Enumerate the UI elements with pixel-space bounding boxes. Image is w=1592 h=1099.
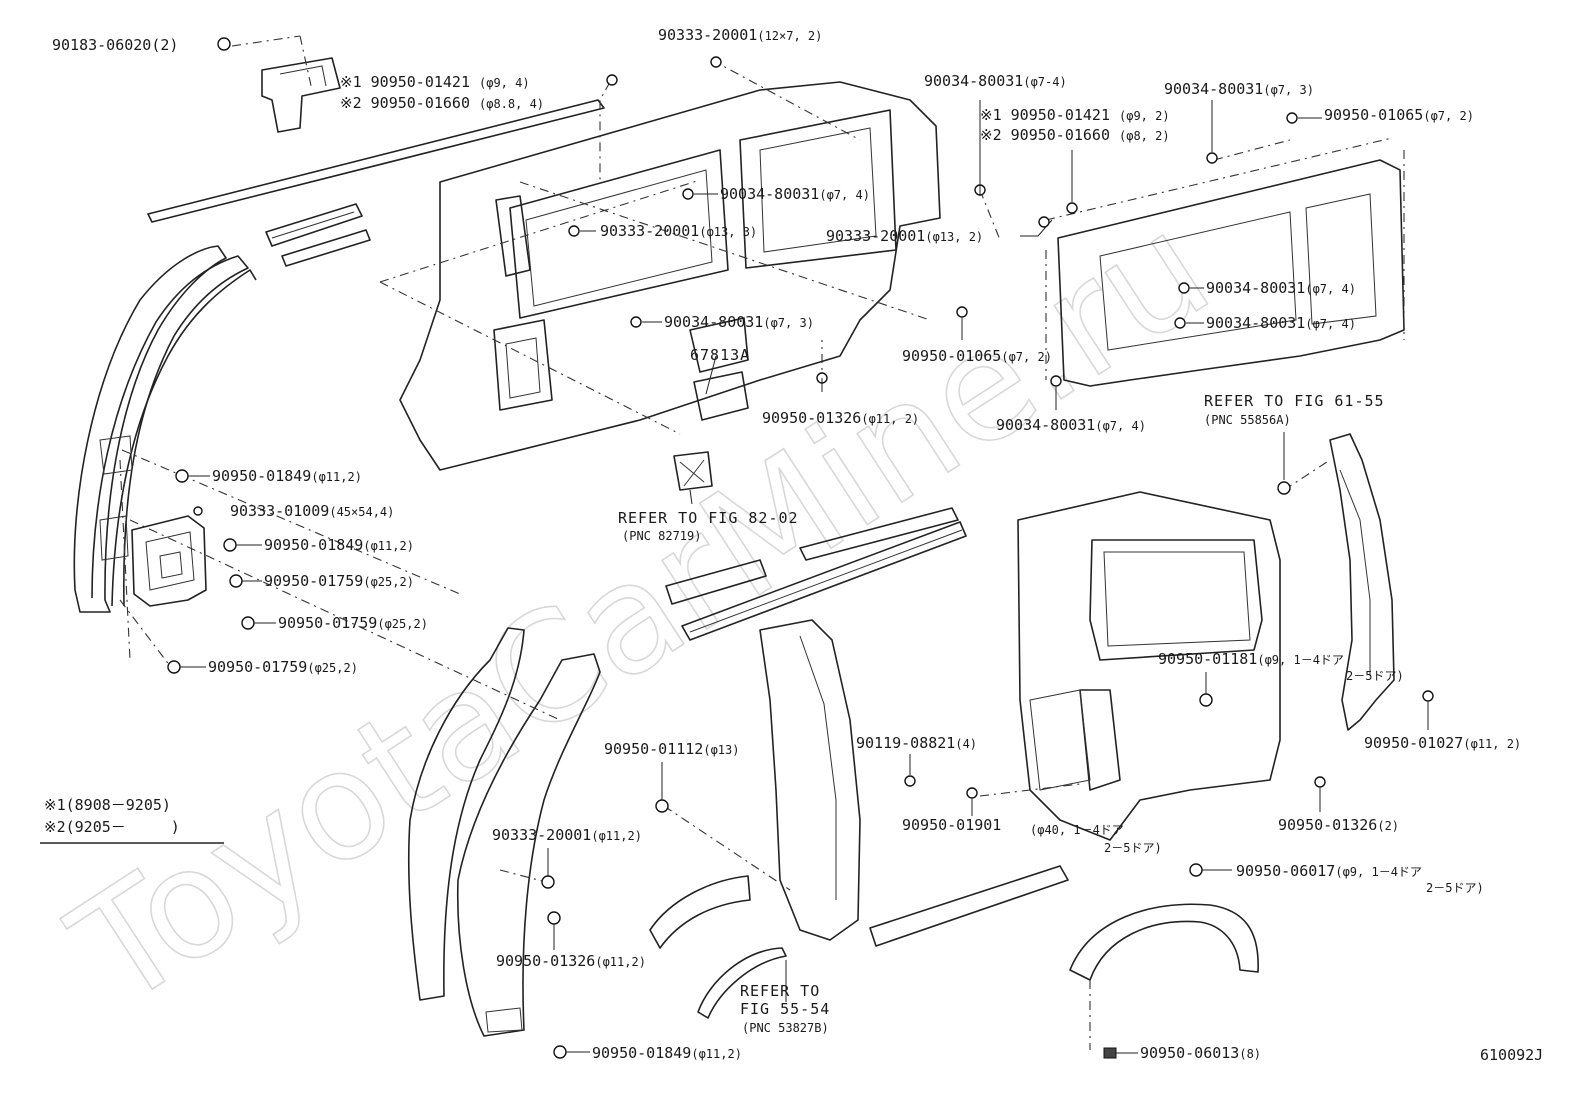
callout-c20: 90950-01849(φ11,2) <box>212 467 362 485</box>
callout-c16: 90034-80031(φ7, 3) <box>1164 80 1314 98</box>
callout-c18: 90034-80031(φ7, 4) <box>1206 279 1356 297</box>
callout-c12: ※2 90950-01660 (φ8, 2) <box>980 126 1170 144</box>
center-pillar <box>759 619 861 941</box>
callout-c40: 90950-06013(8) <box>1140 1044 1261 1062</box>
callout-c32: (φ40, 1－4ドア <box>1030 823 1124 837</box>
quarter-inner-panel <box>399 81 941 471</box>
callout-c17: 90950-01065(φ7, 2) <box>1324 106 1474 124</box>
rocker-molding <box>869 865 1069 947</box>
lower-pillar-bracket <box>131 515 207 607</box>
reference-r3-title: REFER TO <box>740 982 820 1000</box>
callout-c39: 90950-01849(φ11,2) <box>592 1044 742 1062</box>
callout-c23: 90950-01759(φ25,2) <box>264 572 414 590</box>
reference-r2-title: REFER TO FIG 82-02 <box>618 509 799 527</box>
callout-c25: 90950-01759(φ25,2) <box>208 658 358 676</box>
wheel-arch-liner <box>649 875 1259 1019</box>
reference-r1-title: REFER TO FIG 61-55 <box>1204 392 1385 410</box>
callout-c24: 90950-01759(φ25,2) <box>278 614 428 632</box>
reference-r2-pnc: (PNC 82719) <box>622 529 701 543</box>
callout-c05: 90034-80031(φ7, 4) <box>720 185 870 203</box>
callout-c35: 90333-20001(φ11,2) <box>492 826 642 844</box>
reference-notes: REFER TO FIG 61-55 (PNC 55856A) REFER TO… <box>618 392 1385 1035</box>
callout-c01: 90183-06020(2) <box>52 36 178 54</box>
callout-c29: 90950-01112(φ13) <box>604 740 739 758</box>
callout-c38: 2－5ドア) <box>1426 881 1484 895</box>
callout-c03: ※2 90950-01660 (φ8.8, 4) <box>340 94 544 112</box>
callout-c22: 90950-01849(φ11,2) <box>264 536 414 554</box>
legend-line-1: ※1(8908－9205) <box>44 796 171 814</box>
figure-code: 610092J <box>1480 1046 1543 1064</box>
watermark: ToyotaCarMine.ru <box>44 181 1239 1041</box>
leader-lines <box>180 100 1429 1054</box>
callout-c26: 90950-01181(φ9, 1－4ドア <box>1158 650 1344 668</box>
callout-c07: 90034-80031(φ7, 3) <box>664 313 814 331</box>
roof-side-rail-trim <box>147 57 605 267</box>
callout-c06: 90333-20001(φ13, 3) <box>600 222 757 240</box>
callout-c08: 67813A <box>690 346 750 364</box>
callout-c30: 90119-08821(4) <box>856 734 977 752</box>
rear-quarter-frame <box>1045 137 1405 387</box>
callout-c31: 90950-01901 <box>902 816 1001 834</box>
callout-c19: 90034-80031(φ7, 4) <box>1206 314 1356 332</box>
callout-c33: 2－5ドア) <box>1104 841 1162 855</box>
callout-c13: 90333-20001(φ13, 2) <box>826 227 983 245</box>
callout-c14: 90950-01065(φ7, 2) <box>902 347 1052 365</box>
reference-r3-fig: FIG 55-54 <box>740 1000 830 1018</box>
legend-line-2: ※2(9205－ ) <box>44 818 180 836</box>
callout-c15: 90034-80031(φ7, 4) <box>996 416 1146 434</box>
vent-grille <box>673 451 713 491</box>
callout-c36: 90950-01326(φ11,2) <box>496 952 646 970</box>
lower-front-pillar <box>407 627 601 1037</box>
callout-c04: 90333-20001(12×7, 2) <box>658 26 822 44</box>
reference-r3-pnc: (PNC 53827B) <box>742 1021 829 1035</box>
callout-c28: 90950-01027(φ11, 2) <box>1364 734 1521 752</box>
callout-c34: 90950-01326(2) <box>1278 816 1399 834</box>
callout-c37: 90950-06017(φ9, 1－4ドア <box>1236 862 1422 880</box>
callout-c02: ※1 90950-01421 (φ9, 4) <box>340 73 530 91</box>
callout-c10: 90034-80031(φ7-4) <box>924 72 1067 90</box>
callout-c09: 90950-01326(φ11, 2) <box>762 409 919 427</box>
callout-c11: ※1 90950-01421 (φ9, 2) <box>980 106 1170 124</box>
callout-labels: 90183-06020(2) ※1 90950-01421 (φ9, 4) ※2… <box>52 26 1521 1062</box>
callout-c21: 90333-01009(45×54,4) <box>230 502 394 520</box>
rear-pillar-trim <box>1329 433 1395 731</box>
rocker-sill-panels <box>665 507 967 641</box>
legend: ※1(8908－9205) ※2(9205－ ) <box>40 796 224 844</box>
assembly-lines <box>119 35 1331 1050</box>
front-pillar-trim <box>73 245 257 613</box>
reference-r1-pnc: (PNC 55856A) <box>1204 413 1291 427</box>
callout-c27: 2－5ドア) <box>1346 669 1404 683</box>
